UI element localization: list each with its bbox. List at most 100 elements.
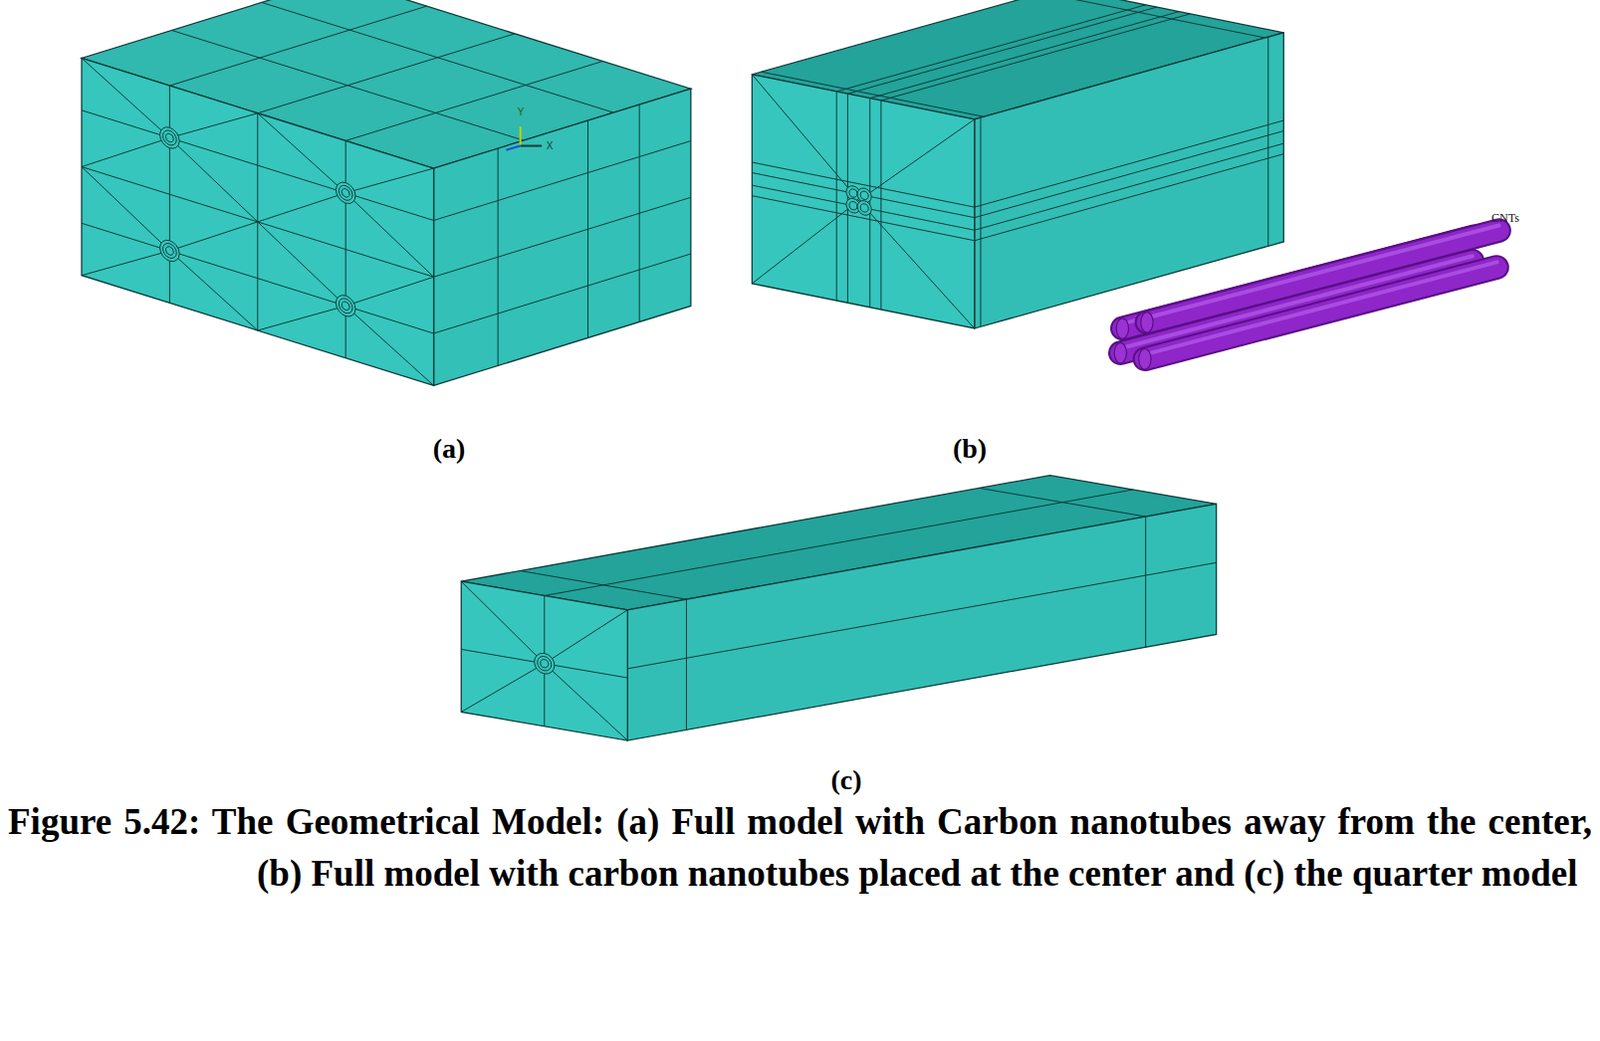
- mesh-line: [880, 100, 882, 310]
- cnt-section: [341, 300, 350, 312]
- mesh-line: [859, 201, 975, 329]
- mesh-line: [345, 249, 434, 334]
- mesh-line: [869, 98, 871, 308]
- mesh-line: [169, 85, 257, 166]
- panel-label: (c): [830, 765, 862, 797]
- figure-caption: Figure 5.42: The Geometrical Model: (a) …: [7, 796, 1593, 901]
- mesh-line: [169, 5, 427, 86]
- axis-label: Y: [517, 106, 525, 118]
- mesh-face: [460, 581, 628, 741]
- face-fill: [434, 88, 691, 386]
- cnt-section: [335, 292, 356, 320]
- panel-label: (a): [433, 434, 466, 465]
- cnt-section: [163, 241, 178, 261]
- cnt-bundle: [1114, 225, 1499, 370]
- part-label: CNTs: [1491, 212, 1520, 226]
- mesh-line: [836, 91, 838, 301]
- face-fill: [974, 32, 1285, 329]
- mesh-line: [751, 74, 859, 202]
- mesh-line: [261, 1, 615, 113]
- mesh-line: [81, 223, 435, 334]
- cnt-section: [163, 128, 178, 148]
- mesh-line: [81, 223, 170, 303]
- mesh-line: [460, 649, 545, 726]
- mesh-face: [434, 88, 691, 386]
- z-axis: [505, 146, 520, 151]
- face-fill: [460, 581, 628, 741]
- mesh-line: [1144, 516, 1146, 648]
- model-group: [81, 0, 1500, 741]
- mesh-line: [979, 487, 1146, 517]
- mesh-line: [544, 664, 629, 741]
- cnt-section: [860, 203, 869, 214]
- mesh-line: [544, 596, 629, 680]
- cnt-section: [338, 184, 353, 204]
- mesh-line: [751, 179, 859, 306]
- mesh-line: [345, 193, 434, 277]
- mesh-line: [1267, 36, 1269, 246]
- cnt-section: [165, 245, 174, 257]
- mesh-line: [859, 95, 975, 224]
- cnt-section: [341, 187, 350, 199]
- cnt-section: [335, 180, 356, 208]
- mesh-line: [434, 253, 691, 334]
- mesh-face: [974, 32, 1285, 329]
- cnt-tube: [1144, 267, 1498, 360]
- cnt-section: [165, 132, 174, 144]
- mesh-line: [81, 57, 170, 138]
- cnt-highlight: [1146, 261, 1498, 354]
- y-axis: [519, 126, 522, 146]
- mesh-line: [434, 197, 691, 277]
- mesh-line: [974, 143, 1285, 230]
- mesh-line: [169, 194, 257, 278]
- mesh-line: [685, 599, 687, 730]
- mesh-line: [257, 165, 346, 249]
- cnt-section: [537, 655, 552, 673]
- mesh-line: [81, 110, 435, 222]
- mesh-line: [974, 120, 1285, 208]
- mesh-line: [627, 562, 1216, 670]
- mesh-line: [460, 581, 545, 665]
- cnt-end: [1116, 318, 1129, 339]
- mesh-line: [974, 154, 1285, 241]
- mesh-line: [169, 137, 257, 222]
- mesh-line: [847, 93, 849, 303]
- mesh-line: [519, 571, 686, 601]
- mesh-line: [434, 141, 691, 222]
- mesh-face: [627, 503, 1216, 741]
- mesh-line: [979, 117, 981, 327]
- mesh-line: [836, 4, 1146, 92]
- cnt-section: [160, 237, 181, 265]
- mesh-line: [257, 33, 515, 114]
- cnt-section: [160, 124, 181, 152]
- cnt-section: [860, 190, 869, 201]
- face-fill: [627, 503, 1216, 741]
- mesh-line: [1042, 0, 1265, 38]
- cnt-end: [1114, 342, 1127, 363]
- mesh-line: [751, 185, 974, 230]
- mesh-line: [345, 140, 434, 221]
- axis-label: X: [546, 140, 554, 152]
- model-c: [460, 475, 1216, 741]
- cnt-section: [849, 188, 858, 199]
- cnt-section: [857, 199, 872, 217]
- face-fill: [751, 74, 974, 329]
- mesh-line: [974, 131, 1285, 219]
- cnt-highlight: [1122, 255, 1473, 348]
- mesh-line: [81, 167, 170, 251]
- axis-triad: [505, 126, 542, 151]
- cnt-section: [338, 296, 353, 316]
- mesh-line: [257, 222, 346, 306]
- mesh-line: [751, 173, 974, 219]
- x-axis: [520, 145, 543, 148]
- cnt-outline: [1144, 267, 1498, 360]
- face-fill: [81, 57, 435, 386]
- mesh-face: [81, 57, 435, 386]
- mesh-line: [345, 305, 434, 386]
- model-a: [81, 0, 691, 386]
- mesh-line: [169, 250, 257, 331]
- mesh-line: [460, 649, 628, 679]
- cnt-section: [849, 201, 858, 212]
- cnt-end: [1139, 349, 1151, 370]
- mesh-line: [257, 113, 346, 194]
